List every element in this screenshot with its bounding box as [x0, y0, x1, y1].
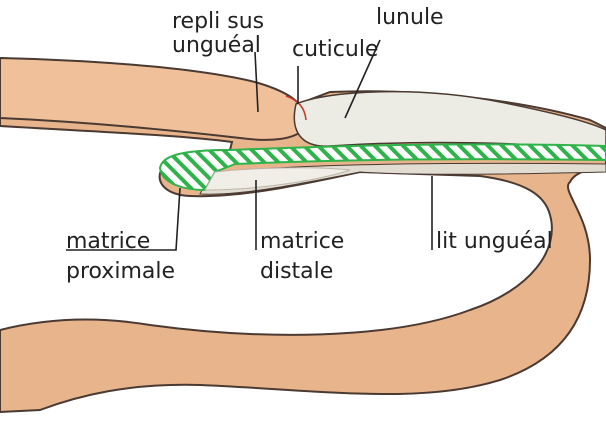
label-matrice-proximale-line2: proximale — [66, 259, 175, 284]
label-lunule: lunule — [376, 5, 444, 30]
label-matrice-distale-line2: distale — [260, 259, 333, 284]
label-matrice-proximale-line1: matrice — [66, 229, 150, 254]
label-lit-ungueal: lit unguéal — [436, 229, 553, 254]
label-matrice-distale-line1: matrice — [260, 229, 344, 254]
label-repli-line2: unguéal — [172, 33, 261, 58]
label-cuticule: cuticule — [292, 37, 378, 62]
label-repli-line1: repli sus — [172, 9, 264, 34]
lunula — [294, 92, 606, 150]
